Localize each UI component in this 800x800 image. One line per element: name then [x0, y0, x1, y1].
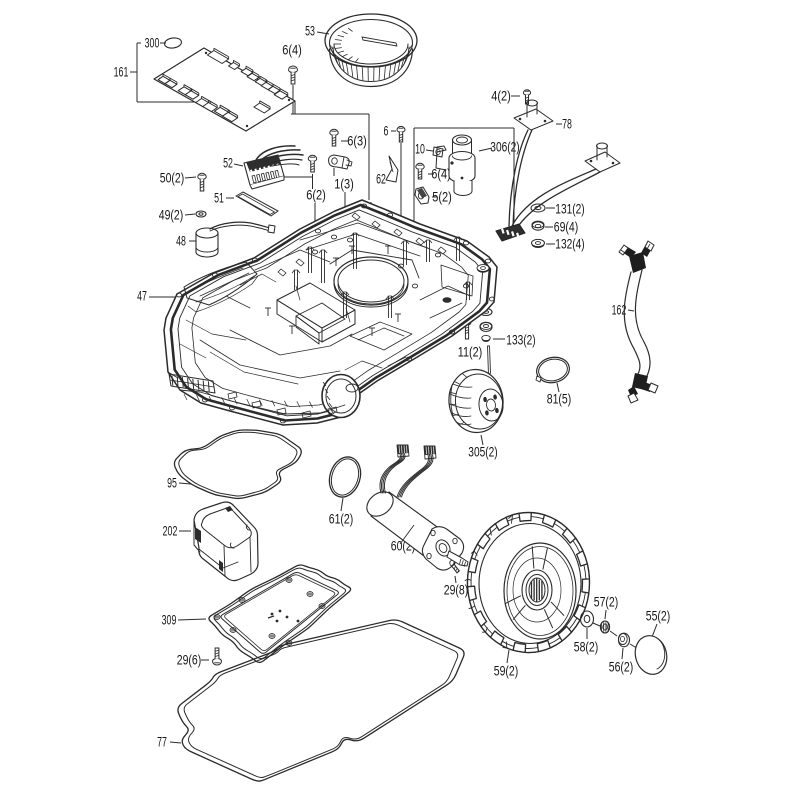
svg-text:53: 53 [305, 24, 315, 39]
svg-text:5(2): 5(2) [432, 190, 452, 205]
svg-text:61(2): 61(2) [329, 512, 354, 527]
svg-text:77: 77 [157, 735, 167, 750]
svg-text:51: 51 [214, 191, 224, 206]
svg-text:59(2): 59(2) [494, 664, 519, 679]
svg-text:62: 62 [376, 172, 386, 187]
svg-text:6(3): 6(3) [347, 134, 367, 149]
svg-text:29(8): 29(8) [444, 583, 469, 598]
svg-text:131(2): 131(2) [555, 202, 584, 217]
svg-text:95: 95 [167, 476, 177, 491]
svg-text:1(3): 1(3) [334, 177, 354, 192]
svg-text:11(2): 11(2) [458, 345, 483, 360]
svg-text:161: 161 [114, 65, 129, 80]
svg-text:202: 202 [163, 524, 178, 539]
svg-text:133(2): 133(2) [506, 333, 535, 348]
svg-text:58(2): 58(2) [574, 640, 599, 655]
svg-text:306(2): 306(2) [490, 140, 519, 155]
svg-text:309: 309 [162, 613, 177, 628]
svg-text:69(4): 69(4) [554, 220, 579, 235]
svg-text:6: 6 [384, 124, 389, 139]
svg-text:56(2): 56(2) [609, 660, 634, 675]
svg-text:47: 47 [137, 289, 147, 304]
svg-text:300: 300 [145, 36, 160, 51]
svg-text:4(2): 4(2) [491, 89, 511, 104]
svg-text:132(4): 132(4) [555, 237, 584, 252]
svg-text:29(6): 29(6) [177, 653, 202, 668]
svg-text:50(2): 50(2) [160, 171, 185, 186]
svg-text:48: 48 [176, 234, 186, 249]
svg-text:57(2): 57(2) [594, 595, 619, 610]
svg-text:49(2): 49(2) [159, 208, 184, 223]
svg-text:55(2): 55(2) [646, 609, 671, 624]
svg-text:78: 78 [562, 117, 572, 132]
svg-text:81(5): 81(5) [547, 392, 572, 407]
svg-text:6(4): 6(4) [282, 43, 302, 58]
svg-text:162: 162 [612, 303, 627, 318]
svg-text:52: 52 [223, 156, 233, 171]
svg-text:10: 10 [415, 142, 425, 157]
svg-text:305(2): 305(2) [468, 445, 497, 460]
svg-text:6(2): 6(2) [306, 188, 326, 203]
